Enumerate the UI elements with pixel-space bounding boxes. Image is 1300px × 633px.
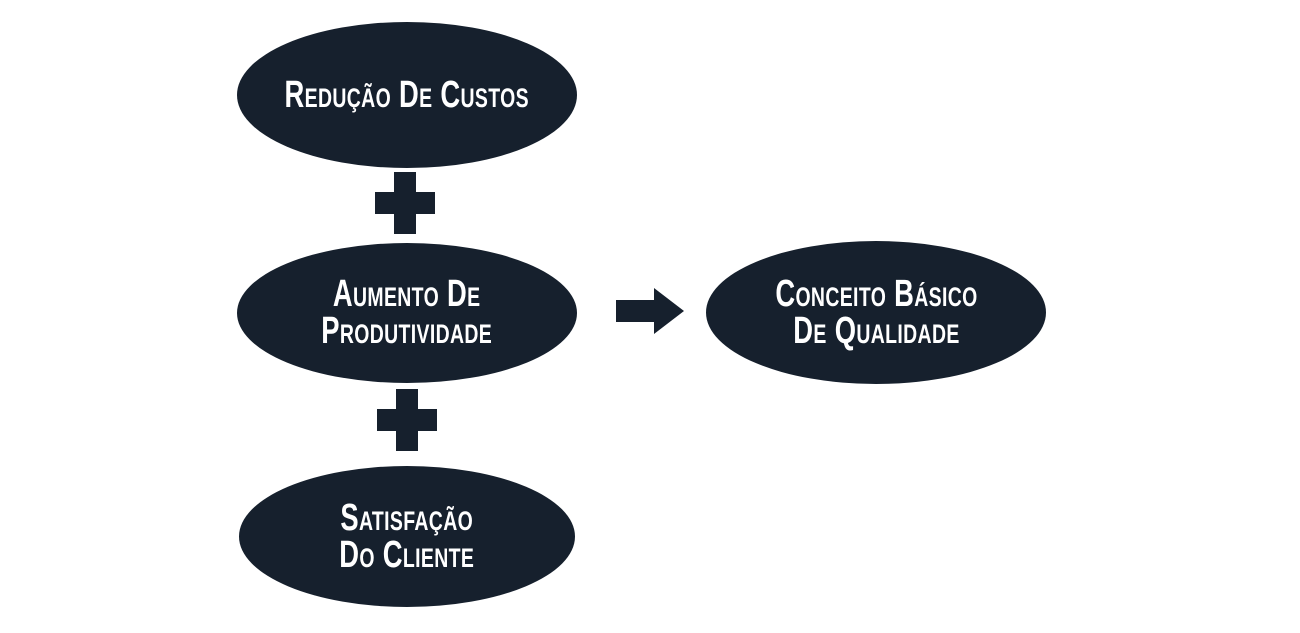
node-label-line: Produtividade xyxy=(321,310,493,352)
node-label-line: Conceito Básico xyxy=(774,272,978,315)
node-reducao-de-custos: Redução De Custos xyxy=(237,22,577,168)
node-label-line: Redução De Custos xyxy=(284,73,530,116)
node-label: Conceito Básico De Qualidade xyxy=(774,272,978,352)
node-label-line: Do Cliente xyxy=(339,533,475,576)
plus-icon xyxy=(375,172,435,234)
node-label-line: Aumento De xyxy=(333,273,481,315)
plus-icon xyxy=(377,389,437,451)
node-label: Aumento De Produtividade xyxy=(321,273,493,352)
node-label: Redução De Custos xyxy=(284,73,530,116)
node-label: Satisfação Do Cliente xyxy=(339,496,475,576)
node-label-line: De Qualidade xyxy=(792,309,960,352)
node-aumento-de-produtividade: Aumento De Produtividade xyxy=(237,243,577,383)
arrow-right-icon xyxy=(616,288,684,334)
node-label-line: Satisfação xyxy=(340,496,474,539)
node-satisfacao-do-cliente: Satisfação Do Cliente xyxy=(239,466,575,607)
node-conceito-basico-de-qualidade: Conceito Básico De Qualidade xyxy=(706,241,1046,384)
